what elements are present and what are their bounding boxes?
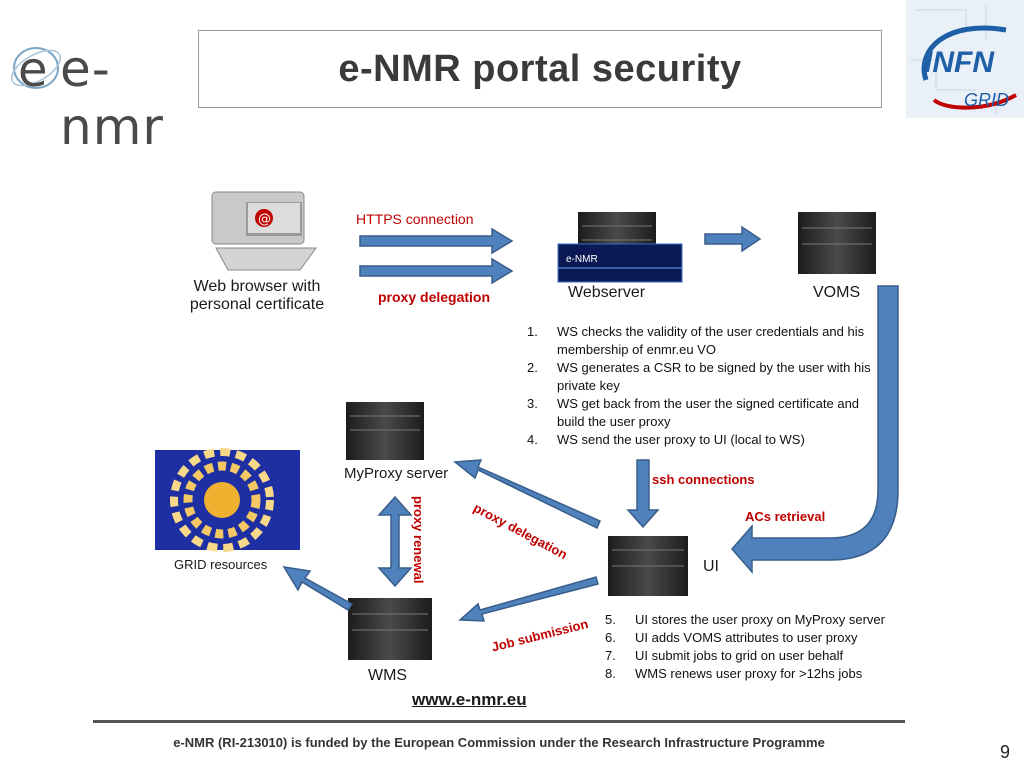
myproxy-renewal-arrow <box>377 495 413 588</box>
grid-resources-label: GRID resources <box>174 557 268 572</box>
svg-text:e-NMR: e-NMR <box>566 254 598 265</box>
https-arrow <box>359 227 514 255</box>
ui-label: UI <box>703 558 719 575</box>
list-item: 6.UI adds VOMS attributes to user proxy <box>605 630 858 645</box>
ui-steps-list: 5.UI stores the user proxy on MyProxy se… <box>605 611 915 683</box>
list-item: 3.WS get back from the user the signed c… <box>527 396 860 429</box>
list-item: 2.WS generates a CSR to be signed by the… <box>527 360 871 393</box>
list-item: 5.UI stores the user proxy on MyProxy se… <box>605 612 885 627</box>
enmr-logo: e e-nmr <box>4 30 188 156</box>
list-item: 7.UI submit jobs to grid on user behalf <box>605 648 844 663</box>
svg-text:@: @ <box>258 212 271 227</box>
svg-text:e: e <box>18 42 48 98</box>
infn-logo-text: INFN <box>924 46 995 79</box>
webserver-label: Webserver <box>568 284 646 301</box>
ui-server-icon <box>608 536 688 596</box>
enmr-logo-text: e-nmr <box>60 40 164 156</box>
footer-divider <box>93 720 905 723</box>
webserver-to-voms-arrow <box>704 225 762 253</box>
list-item: 8.WMS renews user proxy for >12hs jobs <box>605 666 863 681</box>
web-browser-label: Web browser with personal certificate <box>189 278 325 313</box>
enmr-logo-mark: e <box>10 42 62 98</box>
web-browser-icon: @ <box>211 191 317 271</box>
funding-footer: e-NMR (RI-213010) is funded by the Europ… <box>173 735 825 750</box>
wms-label: WMS <box>368 667 408 684</box>
infn-grid-logo-graphic: INFN GRID <box>911 5 1017 115</box>
arrows <box>282 225 899 622</box>
myproxy-server-icon <box>346 402 424 460</box>
ui-to-myproxy-arrow <box>453 459 601 530</box>
infn-grid-logo: INFN GRID <box>906 0 1024 118</box>
list-item: 4.WS send the user proxy to UI (local to… <box>527 432 805 447</box>
grid-resources-image <box>155 448 300 552</box>
proxy-delegation-top-label: proxy delegation <box>378 289 491 305</box>
ssh-arrow <box>626 459 660 529</box>
voms-label: VOMS <box>813 284 861 301</box>
webserver-banner: e-NMR <box>557 243 683 283</box>
proxy-renewal-label: proxy renewal <box>411 496 426 584</box>
https-connection-label: HTTPS connection <box>356 211 474 227</box>
page-title: e-NMR portal security <box>338 47 742 90</box>
website-link[interactable]: www.e-nmr.eu <box>412 690 527 709</box>
myproxy-label: MyProxy server <box>344 465 449 482</box>
ssh-connections-label: ssh connections <box>652 472 755 487</box>
wms-to-grid-arrow <box>282 566 354 612</box>
ui-to-wms-arrow <box>458 576 599 622</box>
proxy-delegation-arrow <box>359 257 514 285</box>
wms-server-icon <box>348 598 432 660</box>
title-box: e-NMR portal security <box>198 30 882 108</box>
page-number: 9 <box>1000 742 1011 762</box>
acs-retrieval-label: ACs retrieval <box>745 509 826 524</box>
acs-retrieval-arrow <box>731 285 899 575</box>
list-item: 1.WS checks the validity of the user cre… <box>527 324 865 357</box>
voms-server-icon <box>798 212 876 274</box>
webserver-steps-list: 1.WS checks the validity of the user cre… <box>527 323 877 449</box>
grid-logo-text: GRID <box>964 90 1009 110</box>
